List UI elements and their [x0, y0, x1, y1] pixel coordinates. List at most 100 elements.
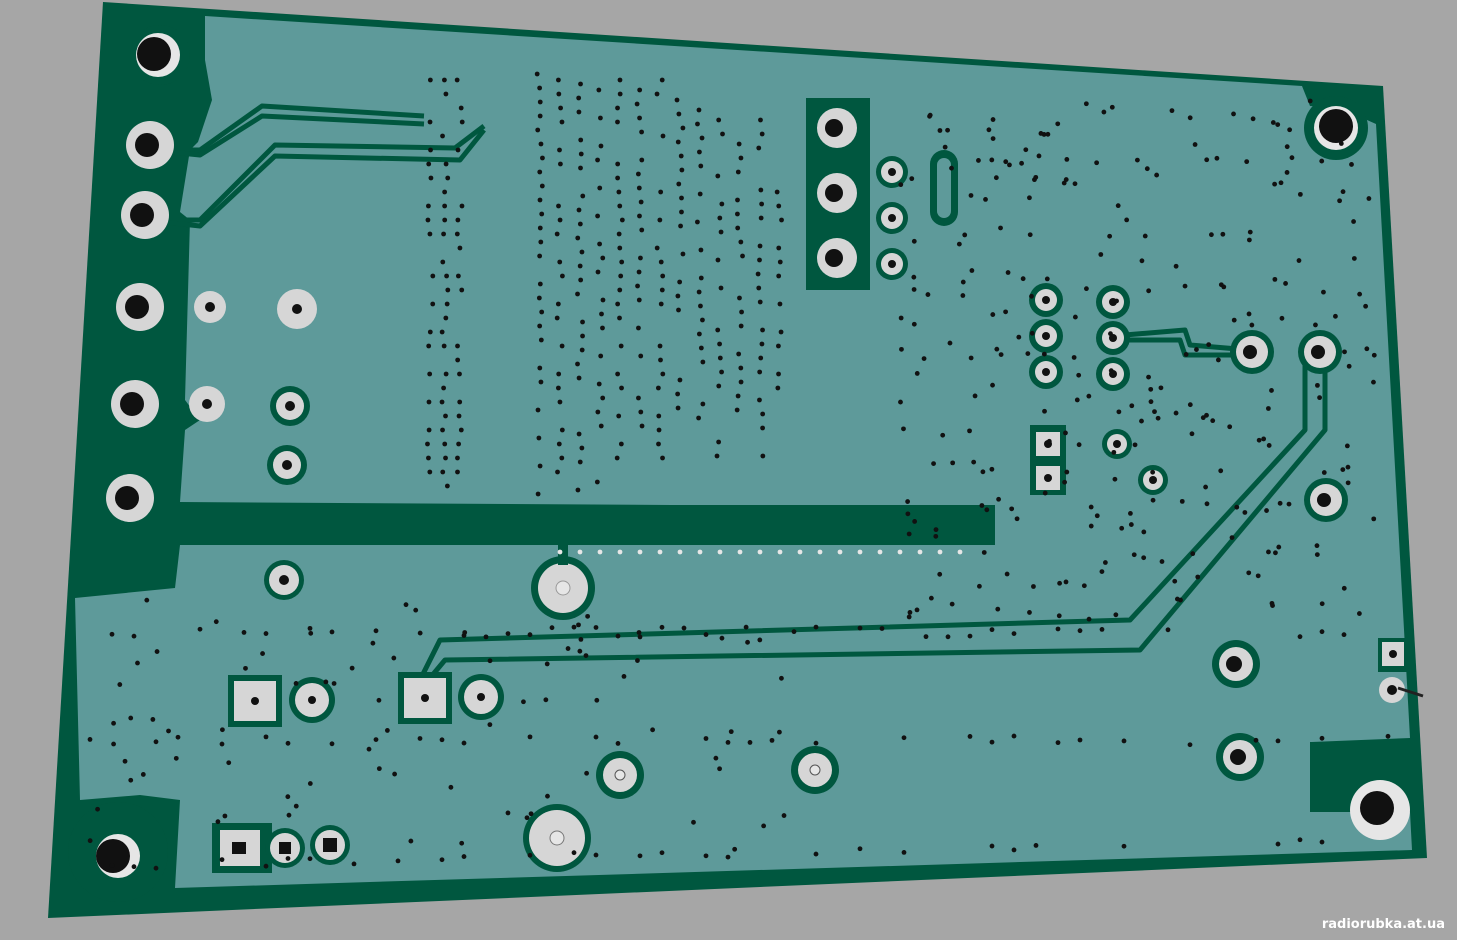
- via: [598, 143, 604, 149]
- via: [777, 259, 783, 265]
- via: [697, 549, 703, 555]
- via: [717, 766, 722, 772]
- via: [597, 241, 602, 247]
- via: [439, 399, 445, 405]
- via: [537, 225, 543, 231]
- via: [675, 391, 681, 397]
- via: [260, 651, 265, 656]
- via: [537, 99, 543, 105]
- via: [1250, 116, 1256, 122]
- via: [1345, 464, 1351, 470]
- via: [307, 781, 313, 786]
- via: [1283, 281, 1288, 286]
- via: [718, 285, 724, 291]
- via: [968, 193, 974, 198]
- via: [637, 634, 643, 640]
- via: [537, 463, 543, 469]
- via: [1275, 122, 1281, 128]
- via: [757, 397, 762, 403]
- via: [1215, 357, 1221, 363]
- via: [923, 634, 929, 640]
- via: [1046, 438, 1052, 444]
- via: [738, 155, 744, 161]
- via: [735, 211, 740, 217]
- via: [1063, 579, 1069, 585]
- via: [901, 735, 907, 741]
- via: [947, 340, 953, 346]
- via: [1134, 157, 1140, 163]
- via: [616, 189, 622, 195]
- via: [1033, 843, 1039, 848]
- via: [911, 321, 917, 327]
- via: [579, 445, 585, 451]
- via: [1275, 738, 1281, 744]
- via: [1020, 276, 1026, 282]
- via: [1307, 98, 1313, 104]
- via: [1056, 613, 1062, 619]
- via: [937, 571, 943, 577]
- via: [1029, 330, 1035, 336]
- via: [1246, 570, 1252, 576]
- via: [426, 427, 432, 433]
- via: [540, 155, 545, 161]
- via: [635, 283, 640, 289]
- via: [427, 231, 433, 237]
- via: [877, 549, 883, 555]
- via: [1218, 282, 1224, 288]
- via: [1340, 189, 1346, 195]
- via: [797, 549, 803, 555]
- via: [696, 289, 702, 295]
- via: [738, 239, 744, 245]
- via: [575, 291, 580, 297]
- via: [442, 441, 448, 447]
- via: [911, 274, 917, 280]
- via: [921, 356, 927, 362]
- via: [349, 665, 355, 671]
- via: [980, 469, 986, 475]
- via: [960, 293, 966, 298]
- via: [445, 175, 451, 181]
- via: [1154, 172, 1160, 178]
- via: [990, 136, 996, 142]
- via: [455, 455, 460, 461]
- via: [1187, 742, 1193, 748]
- via: [596, 381, 602, 387]
- via: [695, 121, 700, 127]
- via: [459, 840, 465, 846]
- via: [597, 185, 603, 191]
- via: [534, 71, 540, 77]
- via: [1159, 559, 1165, 564]
- via: [758, 187, 764, 193]
- via: [538, 337, 544, 343]
- via: [619, 259, 625, 265]
- via: [637, 87, 643, 93]
- via: [677, 549, 683, 555]
- via: [735, 197, 740, 203]
- via: [556, 441, 562, 447]
- via: [1173, 410, 1179, 416]
- via: [1011, 847, 1017, 853]
- via: [615, 633, 621, 639]
- via: [735, 393, 741, 399]
- via: [1132, 442, 1138, 448]
- via: [656, 413, 662, 419]
- ground-bar: [175, 505, 995, 545]
- via: [906, 531, 912, 537]
- via: [1152, 409, 1157, 415]
- via: [1206, 342, 1212, 348]
- via: [813, 624, 819, 630]
- via: [1265, 406, 1271, 411]
- via: [528, 811, 534, 817]
- via: [660, 455, 665, 461]
- via: [445, 287, 451, 293]
- via: [537, 169, 543, 175]
- via: [376, 766, 382, 772]
- via: [351, 861, 357, 867]
- via: [658, 259, 664, 265]
- via: [996, 496, 1001, 502]
- via: [901, 849, 907, 855]
- via: [1338, 141, 1344, 146]
- via: [1204, 157, 1210, 163]
- via: [443, 455, 448, 461]
- via: [426, 399, 432, 405]
